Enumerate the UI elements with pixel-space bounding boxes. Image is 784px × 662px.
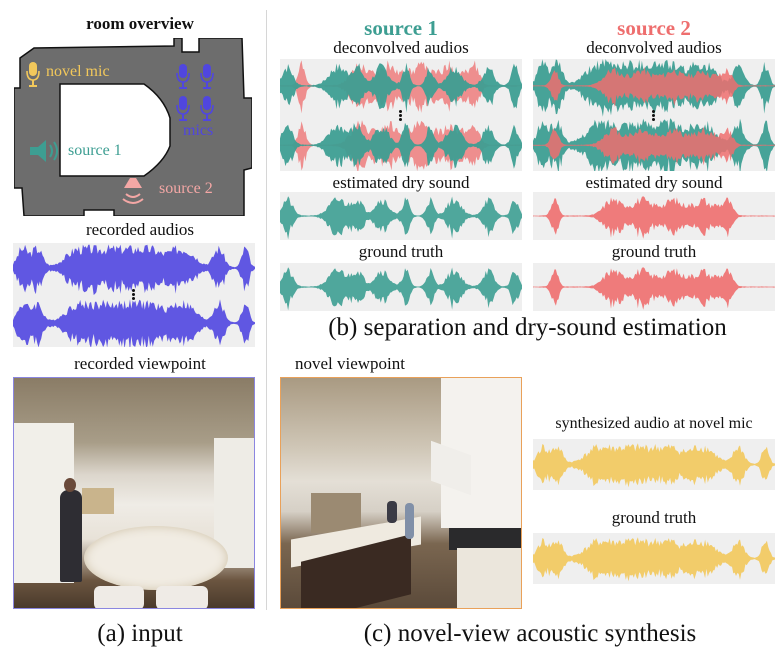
speaker-icon [118,174,148,213]
waveform-trace [280,196,522,240]
source2-ground-truth-label: ground truth [611,242,697,261]
caption-c: (c) novel-view acoustic synthesis [363,620,697,647]
ellipsis-icon [399,110,403,122]
source2-deconvolved-waveform [533,59,775,171]
caption-a: (a) input [97,620,183,647]
source2-deconvolved-label: deconvolved audios [586,38,722,57]
source1-title: source 1 [364,16,438,40]
source1-estimated-panel [280,192,522,240]
waveform-trace [13,299,255,347]
recorded-viewpoint-label: recorded viewpoint [74,354,206,373]
source2-ground-truth-panel [533,263,775,311]
waveform-trace [280,267,522,311]
waveform-trace [280,62,522,113]
source2-title: source 2 [617,16,691,40]
novel-viewpoint-image [280,377,522,609]
source2-estimated-panel [533,192,775,240]
synth-audio-panel [533,439,775,490]
microphone-icon [200,64,214,89]
microphone-icon [176,64,190,89]
source1-ground-truth-panel [280,263,522,311]
waveform-trace [533,537,775,582]
speaker-icon [28,138,62,169]
ellipsis-icon [652,110,656,122]
source2-label: source 2 [159,180,213,197]
source1-deconvolved-waveform [280,60,522,171]
room-wall-block [59,83,171,177]
source2-deconvolved-panel [533,59,775,171]
panel-divider [266,10,267,610]
source2-ground-truth-waveform [533,267,775,310]
recorded-audios-label: recorded audios [85,220,195,239]
room-overview-title: room overview [86,14,194,33]
novel-mic-label: novel mic [46,63,110,80]
source1-estimated-waveform [280,196,522,240]
synth-audio-label: synthesized audio at novel mic [555,415,753,432]
microphone-icon [26,62,40,88]
source2-estimated-waveform [533,196,775,239]
waveform-trace [280,122,522,169]
waveform-trace [533,196,775,239]
waveform-trace [13,244,255,295]
novel-ground-truth-label: ground truth [611,508,697,527]
source1-deconvolved-label: deconvolved audios [333,38,469,57]
waveform-trace [533,66,775,107]
source2-estimated-label: estimated dry sound [585,173,723,192]
microphone-icon [176,96,190,121]
novel-ground-truth-panel [533,533,775,584]
source1-estimated-label: estimated dry sound [332,173,470,192]
recorded-audios-panel [13,243,255,347]
microphone-icon [200,96,214,121]
waveform-trace [533,443,775,488]
room-overview-map [13,37,253,217]
recorded-viewpoint-image [13,377,255,609]
novel-viewpoint-label: novel viewpoint [294,354,405,373]
source1-ground-truth-label: ground truth [358,242,444,261]
caption-b: (b) separation and dry-sound estimation [328,314,727,341]
mic-array [176,64,222,127]
synth-audio-waveform [533,443,775,488]
source1-ground-truth-waveform [280,267,522,311]
waveform-trace [533,126,775,166]
ellipsis-icon [132,289,136,301]
recorded-audios-waveform [13,244,255,347]
mics-label: mics [183,122,214,139]
waveform-trace [533,267,775,310]
source1-label: source 1 [68,142,122,159]
novel-ground-truth-waveform [533,537,775,582]
